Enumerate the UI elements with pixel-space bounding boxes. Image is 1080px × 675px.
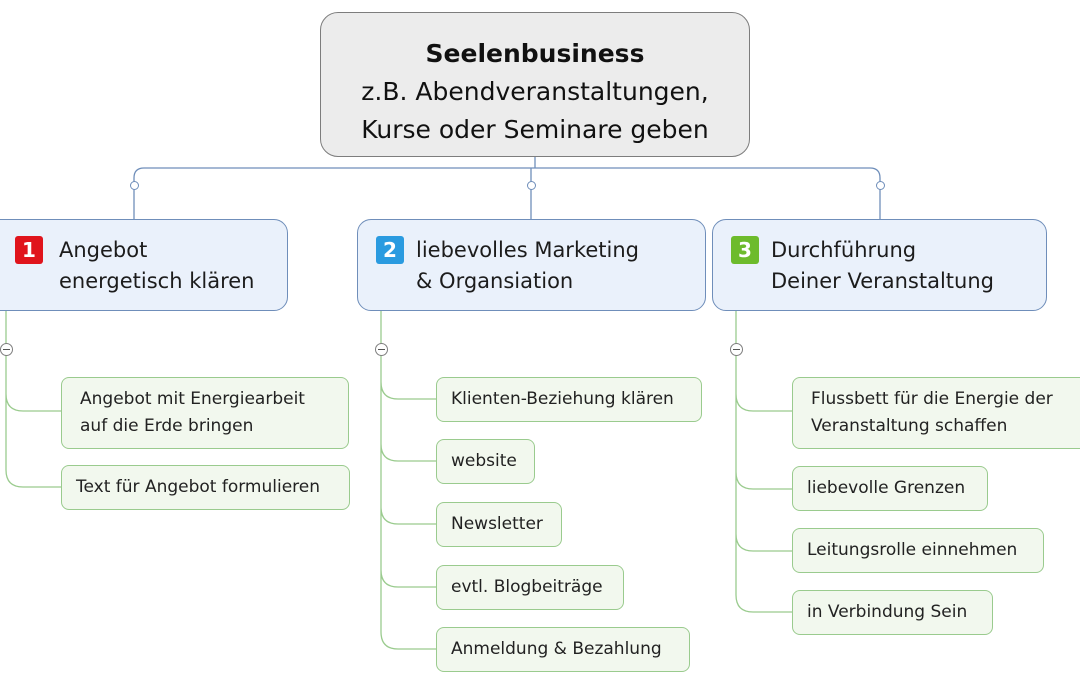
branch-3-line-1: Durchführung <box>771 238 917 262</box>
root-title: Seelenbusiness <box>425 39 645 68</box>
branch-2-line-2: & Organsiation <box>416 269 574 293</box>
subtopic-label: liebevolle Grenzen <box>807 478 966 498</box>
subtopic-label: Anmeldung & Bezahlung <box>451 639 662 659</box>
subtopic-line-1: Angebot mit Energiearbeit <box>80 389 305 409</box>
branch-topic-1[interactable]: 1 Angebot energetisch klären <box>0 219 288 311</box>
subtopic-newsletter[interactable]: Newsletter <box>436 502 562 547</box>
subtopic-label: Klienten-Beziehung klären <box>451 389 674 409</box>
subtopic-label: Newsletter <box>451 514 543 534</box>
branch-3-junction <box>876 181 885 190</box>
subtopic-flussbett[interactable]: Flussbett für die Energie der Veranstalt… <box>792 377 1080 449</box>
subtopic-verbindung[interactable]: in Verbindung Sein <box>792 590 993 635</box>
root-connector <box>133 157 881 186</box>
priority-3-icon: 3 <box>731 236 759 264</box>
root-topic[interactable]: Seelenbusiness z.B. Abendveranstaltungen… <box>320 12 750 157</box>
branch-2-tree <box>380 311 436 650</box>
subtopic-label: Text für Angebot formulieren <box>76 477 321 497</box>
subtopic-website[interactable]: website <box>436 439 535 484</box>
branch-1-junction <box>130 181 139 190</box>
subtopic-blogbeitraege[interactable]: evtl. Blogbeiträge <box>436 565 624 610</box>
root-subtitle-line-2: Kurse oder Seminare geben <box>361 115 709 144</box>
subtopic-label: Leitungsrolle einnehmen <box>807 540 1018 560</box>
branch-topic-3[interactable]: 3 Durchführung Deiner Veranstaltung <box>712 219 1047 311</box>
branch-2-junction <box>527 181 536 190</box>
subtopic-line-2: Veranstaltung schaffen <box>811 416 1008 436</box>
subtopic-klienten-beziehung[interactable]: Klienten-Beziehung klären <box>436 377 702 422</box>
subtopic-line-2: auf die Erde bringen <box>80 416 254 436</box>
subtopic-energiearbeit[interactable]: Angebot mit Energiearbeit auf die Erde b… <box>61 377 349 449</box>
branch-3-line-2: Deiner Veranstaltung <box>771 269 994 293</box>
collapse-branch-3-icon[interactable] <box>730 343 743 356</box>
branch-2-line-1: liebevolles Marketing <box>416 238 639 262</box>
subtopic-grenzen[interactable]: liebevolle Grenzen <box>792 466 988 511</box>
subtopic-line-1: Flussbett für die Energie der <box>811 389 1053 409</box>
priority-1-icon: 1 <box>15 236 43 264</box>
collapse-branch-2-icon[interactable] <box>375 343 388 356</box>
subtopic-leitungsrolle[interactable]: Leitungsrolle einnehmen <box>792 528 1044 573</box>
branch-1-tree <box>5 311 61 488</box>
subtopic-label: evtl. Blogbeiträge <box>451 577 603 597</box>
branch-1-line-1: Angebot <box>59 238 148 262</box>
subtopic-label: website <box>451 451 517 471</box>
branch-topic-2[interactable]: 2 liebevolles Marketing & Organsiation <box>357 219 706 311</box>
branch-1-line-2: energetisch klären <box>59 269 255 293</box>
branch-3-tree <box>735 311 792 613</box>
subtopic-angebot-text[interactable]: Text für Angebot formulieren <box>61 465 350 510</box>
priority-2-icon: 2 <box>376 236 404 264</box>
subtopic-anmeldung[interactable]: Anmeldung & Bezahlung <box>436 627 690 672</box>
collapse-branch-1-icon[interactable] <box>0 343 13 356</box>
subtopic-label: in Verbindung Sein <box>807 602 968 622</box>
root-subtitle-line-1: z.B. Abendveranstaltungen, <box>361 77 709 106</box>
